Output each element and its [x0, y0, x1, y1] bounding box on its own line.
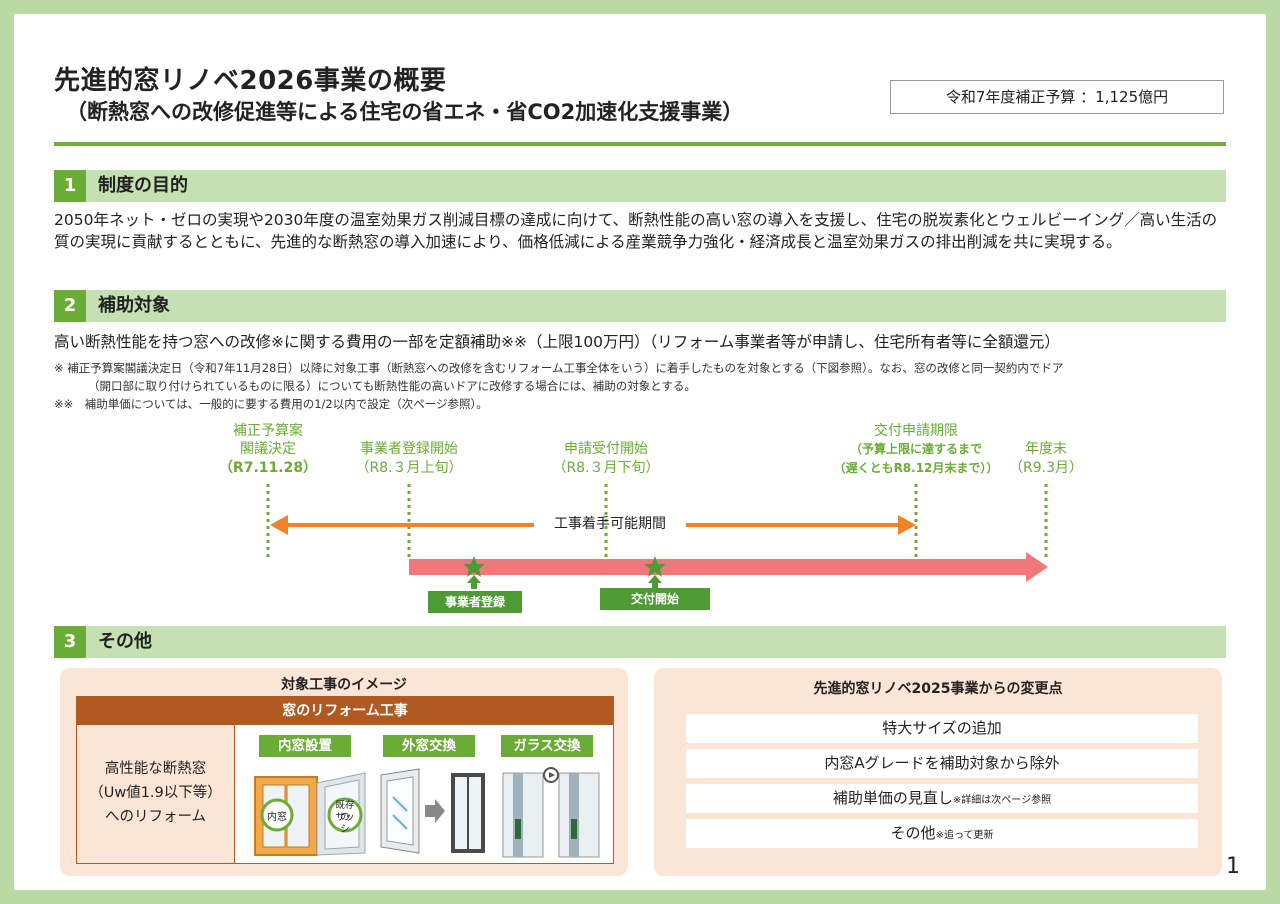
- change-item-3-text: 補助単価の見直し: [832, 789, 953, 807]
- change-item-4: その他※追って更新: [686, 819, 1198, 848]
- up-arrow-icon: [467, 575, 481, 589]
- change-item-3: 補助単価の見直し※詳細は次ページ参照: [686, 784, 1198, 813]
- method-glass: ガラス交換: [501, 735, 593, 757]
- section-title: 制度の目的: [98, 175, 188, 196]
- section-title: その他: [98, 631, 152, 652]
- reform-description: 高性能な断熱窓 （Uw値1.9以下等） へのリフォーム: [77, 725, 235, 863]
- page-subtitle: （断熱窓への改修促進等による住宅の省エネ・省CO2加速化支援事業）: [66, 100, 744, 124]
- program-bar: [409, 552, 1048, 582]
- target-work-title: 対象工事のイメージ: [281, 677, 407, 693]
- milestone-4-line1: 交付申請期限: [874, 423, 958, 439]
- registration-tag: 事業者登録: [428, 591, 522, 613]
- reform-desc-line3: へのリフォーム: [104, 809, 207, 825]
- change-item-4-note: ※追って更新: [935, 830, 994, 841]
- budget-box: 令和7年度補正予算 ：1,125億円: [890, 80, 1224, 114]
- glass-replacement-illustration: [502, 767, 600, 858]
- milestone-1-line1: 補正予算案: [233, 423, 303, 439]
- change-item-1: 特大サイズの追加: [686, 714, 1198, 743]
- reform-desc-line1: 高性能な断熱窓: [104, 761, 207, 777]
- star-icon: [644, 556, 666, 577]
- target-text: 高い断熱性能を持つ窓への改修※に関する費用の一部を定額補助※※（上限100万円）…: [54, 333, 1060, 351]
- period-label: 工事着手可能期間: [554, 516, 666, 532]
- method-outer-window: 外窓交換: [383, 735, 475, 757]
- document-page: 先進的窓リノベ2026事業の概要 （断熱窓への改修促進等による住宅の省エネ・省C…: [14, 14, 1266, 890]
- milestone-2-line1: 事業者登録開始: [360, 441, 458, 457]
- milestone-1-line2: 閣議決定: [240, 441, 296, 457]
- reform-desc-line2: （Uw値1.9以下等）: [89, 785, 222, 801]
- section-1-header: 1 制度の目的: [54, 170, 1226, 202]
- page-number: 1: [1226, 854, 1240, 879]
- milestone-1-line3: （R7.11.28）: [208, 459, 328, 477]
- page-title: 先進的窓リノベ2026事業の概要: [54, 66, 447, 96]
- existing-sash-label-1: 既存の: [335, 800, 355, 823]
- milestone-3-line1: 申請受付開始: [564, 441, 648, 457]
- section-number: 1: [54, 170, 86, 202]
- grant-start-tag: 交付開始: [600, 588, 710, 610]
- inner-window-illustration: [254, 772, 366, 856]
- milestone-4-line3: （遅くともR8.12月末まで））: [826, 459, 1006, 478]
- milestone-4-condition: （予算上限に達するまで: [849, 442, 982, 456]
- section-2-header: 2 補助対象: [54, 290, 1226, 322]
- note-1-cont: （開口部に取り付けられているものに限る）についても断熱性能の高いドアに改修する場…: [88, 379, 696, 393]
- changes-title: 先進的窓リノベ2025事業からの変更点: [813, 681, 1063, 697]
- milestone-5-line1: 年度末: [1025, 441, 1067, 457]
- note-1: ※ 補正予算案閣議決定日（令和7年11月28日）以降に対象工事（断熱窓への改修を…: [54, 361, 1064, 375]
- reform-header: 窓のリフォーム工事: [77, 697, 613, 725]
- milestone-2-line2: （R8.３月上旬）: [355, 460, 463, 476]
- note-2: ※※ 補助単価については、一般的に要する費用の1/2以内で設定（次ページ参照）。: [54, 397, 488, 411]
- milestone-5-line2: （R9.3月）: [1009, 460, 1083, 476]
- target-work-panel: 対象工事のイメージ 窓のリフォーム工事 高性能な断熱窓 （Uw値1.9以下等） …: [60, 668, 628, 876]
- existing-sash-label-2: サッシ: [335, 812, 355, 835]
- change-item-2: 内窓Aグレードを補助対象から除外: [686, 749, 1198, 778]
- milestone-4-deadline: （遅くともR8.12月末まで））: [833, 461, 999, 475]
- method-inner-window: 内窓設置: [259, 735, 351, 757]
- period-arrow: [270, 515, 916, 535]
- up-arrow-icon: [648, 575, 662, 589]
- star-icon: [463, 556, 485, 577]
- outer-window-illustration: [380, 768, 485, 854]
- change-item-3-note: ※詳細は次ページ参照: [952, 795, 1052, 806]
- milestone-1-date: （R7.11.28）: [218, 460, 318, 476]
- milestone-3-line2: （R8.３月下旬）: [552, 460, 660, 476]
- section-number: 2: [54, 290, 86, 322]
- milestone-4-line2: （予算上限に達するまで: [826, 440, 1006, 459]
- header-divider: [54, 142, 1226, 146]
- reform-table: 窓のリフォーム工事 高性能な断熱窓 （Uw値1.9以下等） へのリフォーム 内窓…: [76, 696, 614, 864]
- inner-window-label: 内窓: [267, 812, 287, 823]
- purpose-text: 2050年ネット・ゼロの実現や2030年度の温室効果ガス削減目標の達成に向けて、…: [54, 211, 1218, 251]
- section-title: 補助対象: [98, 295, 170, 316]
- section-3-header: 3 その他: [54, 626, 1226, 658]
- section-number: 3: [54, 626, 86, 658]
- changes-panel: 先進的窓リノベ2025事業からの変更点 特大サイズの追加 内窓Aグレードを補助対…: [654, 668, 1222, 876]
- change-item-4-text: その他: [890, 824, 936, 842]
- timeline-graphic: [266, 484, 1048, 589]
